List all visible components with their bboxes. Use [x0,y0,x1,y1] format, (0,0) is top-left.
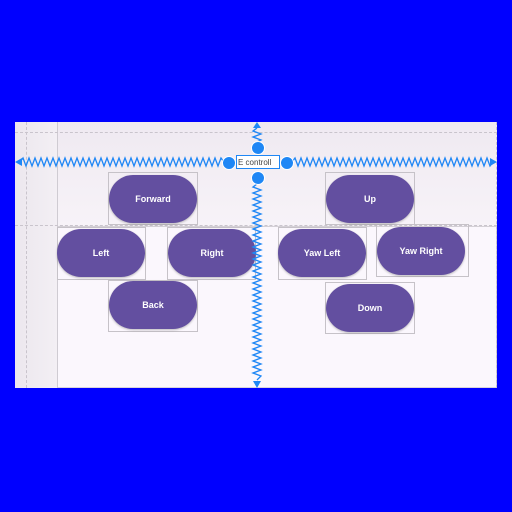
yaw-right-button-bounds [376,224,469,277]
guideline-top [15,132,497,133]
yaw-left-button[interactable]: Yaw Left [278,229,366,277]
guideline-right [496,122,497,388]
forward-button[interactable]: Forward [109,175,197,223]
selected-component-label[interactable]: E controll [236,155,280,169]
resize-handle-top[interactable] [251,141,265,155]
down-button[interactable]: Down [326,284,414,332]
resize-handle-left[interactable] [222,156,236,170]
down-button-bounds [325,282,415,334]
back-button-bounds [108,280,198,332]
left-guideline-strip [15,122,58,388]
yaw-right-button[interactable]: Yaw Right [377,227,465,275]
resize-handle-bottom[interactable] [251,171,265,185]
resize-handle-right[interactable] [280,156,294,170]
guideline-left [26,122,27,388]
right-button[interactable]: Right [168,229,256,277]
up-button[interactable]: Up [326,175,414,223]
back-button[interactable]: Back [109,281,197,329]
left-button[interactable]: Left [57,229,145,277]
forward-button-bounds [108,172,198,225]
up-button-bounds [325,172,415,225]
